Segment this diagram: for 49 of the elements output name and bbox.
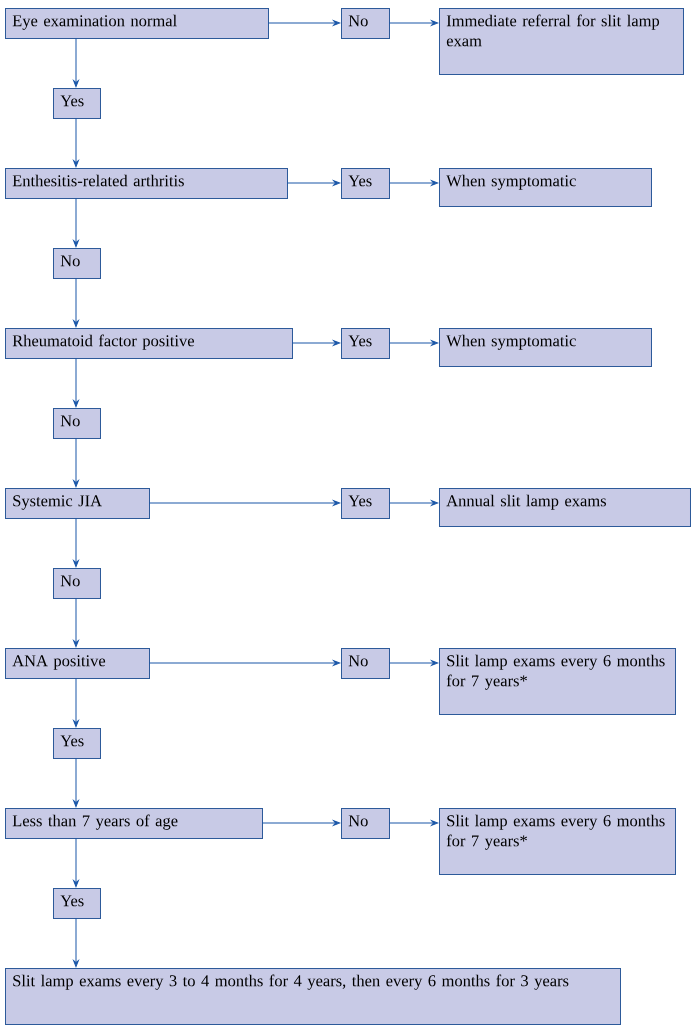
arrow xyxy=(388,500,439,506)
answer-box: No xyxy=(341,8,390,39)
outcome-box: Annual slit lamp exams xyxy=(439,488,691,527)
answer-box: Yes xyxy=(341,328,390,359)
answer-box: Yes xyxy=(341,168,390,199)
outcome-box: When symptomatic xyxy=(439,328,652,367)
arrow xyxy=(73,277,79,328)
arrow xyxy=(73,357,79,408)
arrow xyxy=(73,917,79,968)
arrow xyxy=(388,180,439,186)
decision-box: Enthesitis-related arthritis xyxy=(5,168,288,199)
arrow xyxy=(388,20,439,26)
answer-box: Yes xyxy=(341,488,390,519)
arrow xyxy=(148,500,341,506)
answer-box: No xyxy=(53,408,101,439)
decision-box: ANA positive xyxy=(5,648,150,679)
arrow xyxy=(73,197,79,248)
arrow xyxy=(286,180,341,186)
answer-box: Yes xyxy=(53,728,101,759)
arrow xyxy=(388,340,439,346)
arrow xyxy=(73,117,79,168)
arrow xyxy=(73,757,79,808)
decision-box: Less than 7 years of age xyxy=(5,808,263,839)
outcome-box: Immediate referral for slit lamp exam xyxy=(439,8,684,75)
arrow xyxy=(73,837,79,888)
decision-box: Rheumatoid factor positive xyxy=(5,328,293,359)
outcome-box: Slit lamp exams every 6 months for 7 years* xyxy=(439,648,676,715)
answer-box: Yes xyxy=(53,88,101,119)
arrow xyxy=(388,820,439,826)
arrow xyxy=(291,340,341,346)
arrow xyxy=(73,437,79,488)
arrow xyxy=(73,677,79,728)
answer-box: No xyxy=(341,648,390,679)
arrow xyxy=(73,37,79,88)
arrow xyxy=(73,597,79,648)
decision-box: Systemic JIA xyxy=(5,488,150,519)
outcome-box: Slit lamp exams every 3 to 4 months for 4 years, then every 6 months for 3 years xyxy=(5,968,621,1025)
arrow xyxy=(388,660,439,666)
answer-box: No xyxy=(341,808,390,839)
outcome-box: Slit lamp exams every 6 months for 7 years* xyxy=(439,808,676,875)
answer-box: No xyxy=(53,248,101,279)
arrow xyxy=(73,517,79,568)
outcome-box: When symptomatic xyxy=(439,168,652,207)
arrow xyxy=(267,20,341,26)
answer-box: No xyxy=(53,568,101,599)
answer-box: Yes xyxy=(53,888,101,919)
arrow xyxy=(148,660,341,666)
decision-box: Eye examination normal xyxy=(5,8,269,39)
arrow xyxy=(261,820,341,826)
